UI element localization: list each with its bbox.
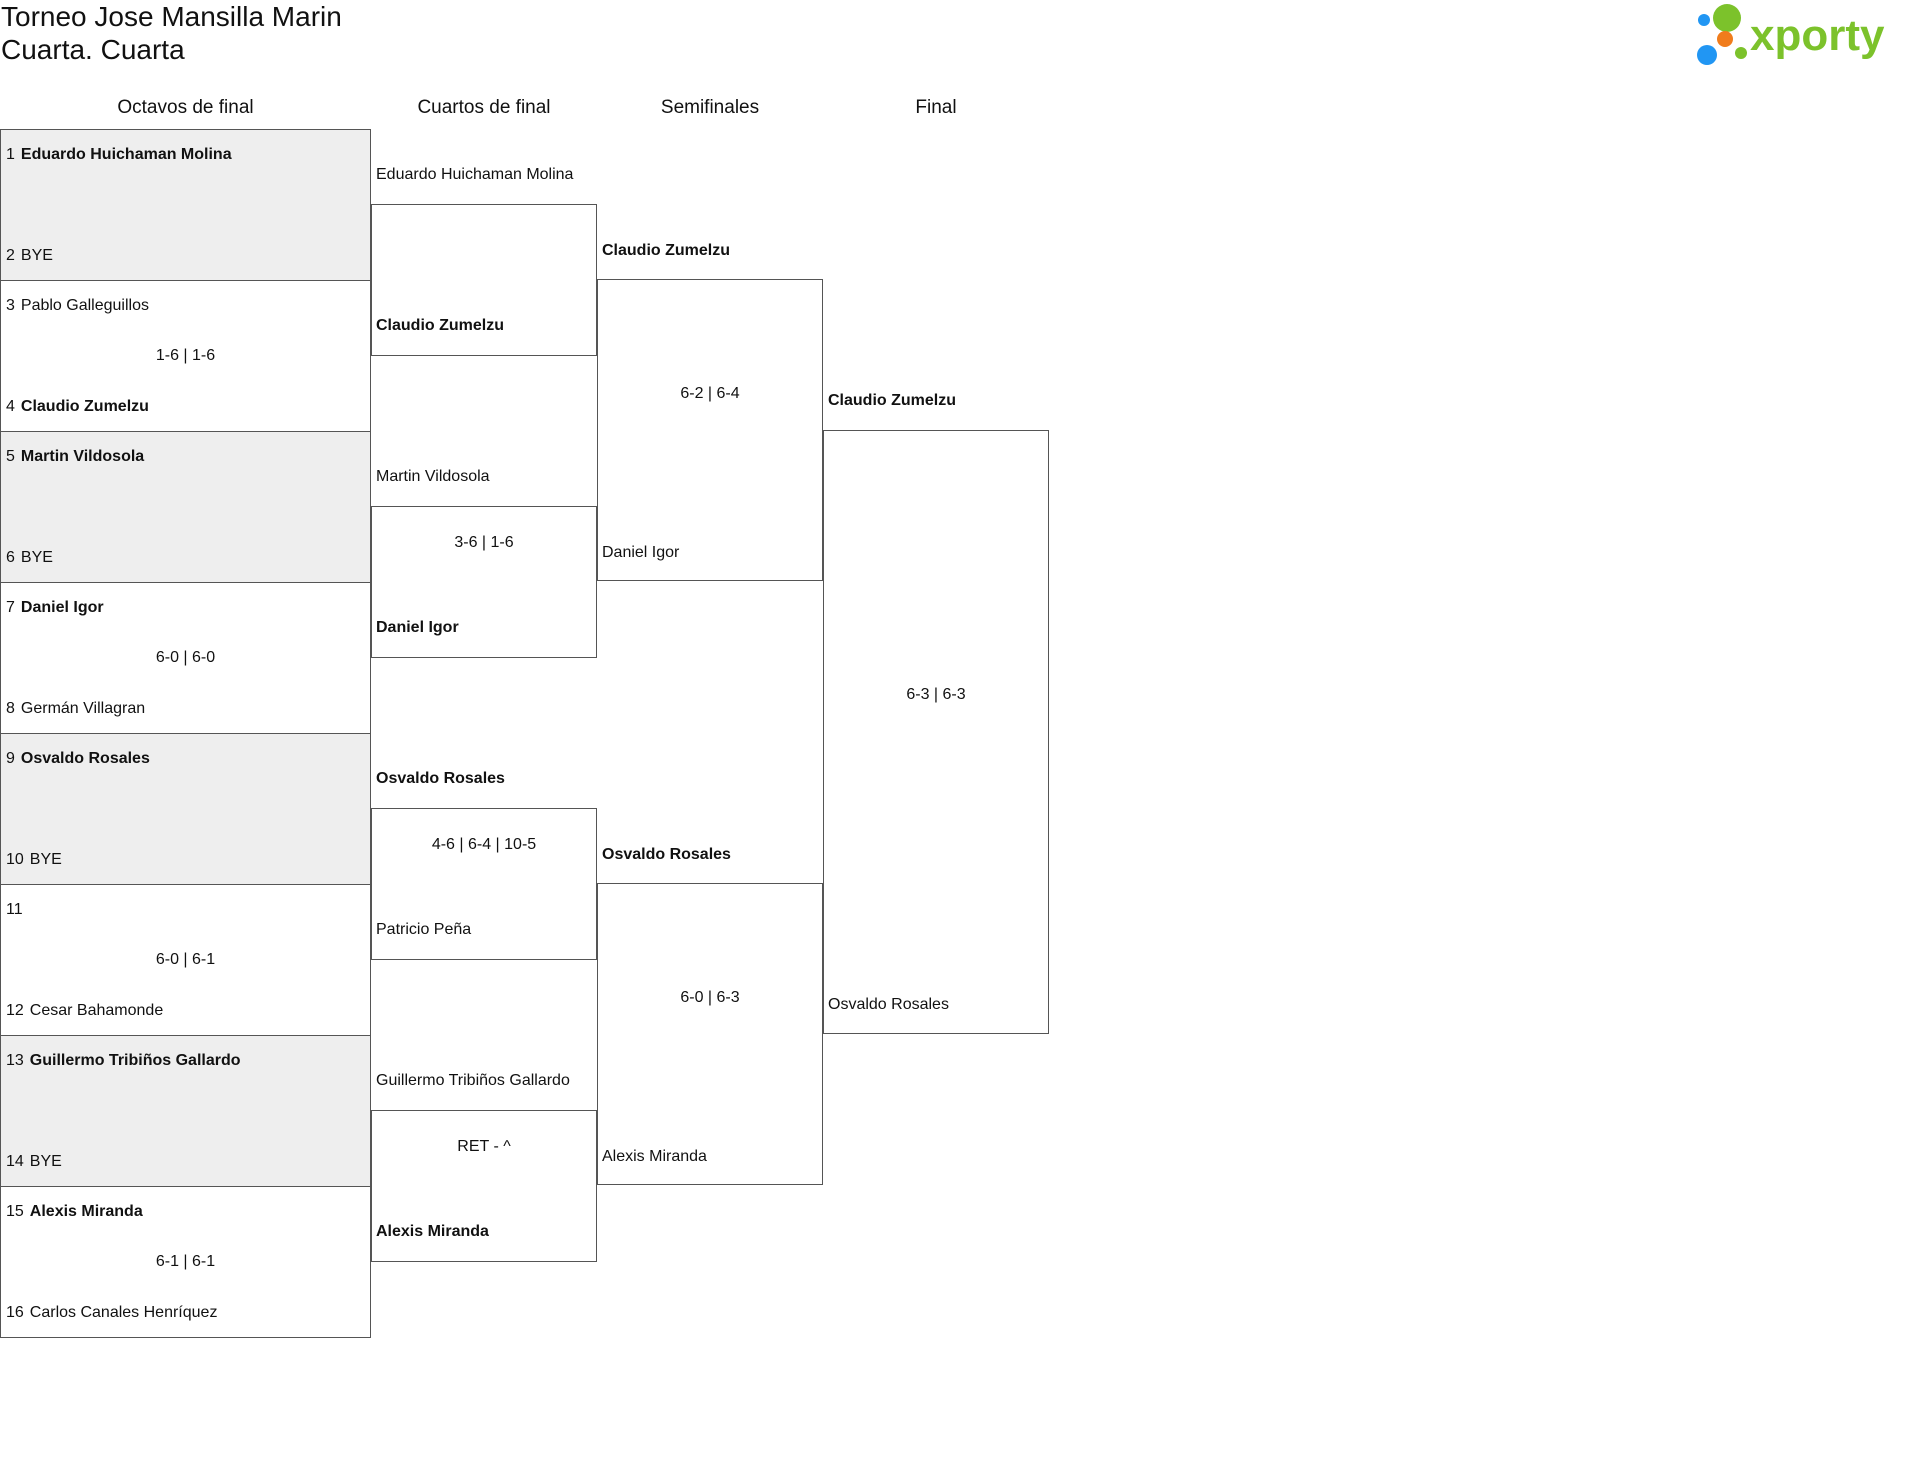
player-name: Claudio Zumelzu xyxy=(828,392,956,409)
match-octavos-1 xyxy=(0,129,371,281)
player-name: BYE xyxy=(29,1153,62,1170)
player-row: 5 Martin Vildosola xyxy=(6,447,144,467)
player-row: 1 Eduardo Huichaman Molina xyxy=(6,145,232,165)
player-name: Daniel Igor xyxy=(602,544,680,561)
player-row: 15 Alexis Miranda xyxy=(6,1202,143,1222)
match-semifinal-1 xyxy=(597,279,823,581)
match-score: 1-6 | 1-6 xyxy=(155,347,216,364)
player-row: 13 Guillermo Tribiños Gallardo xyxy=(6,1051,241,1071)
round-header-final: Final xyxy=(915,97,957,118)
match-score: 4-6 | 6-4 | 10-5 xyxy=(431,836,537,853)
match-cuartos-3 xyxy=(371,808,597,960)
seed-number: 1 xyxy=(6,146,15,163)
player-name: BYE xyxy=(29,851,62,868)
player-name: Osvaldo Rosales xyxy=(20,750,150,767)
logo-dot-blue-bottom xyxy=(1697,45,1717,65)
player-row: 3 Pablo Galleguillos xyxy=(6,296,149,316)
match-cuartos-1 xyxy=(371,204,597,356)
seed-number: 11 xyxy=(6,901,23,918)
seed-number: 16 xyxy=(6,1304,24,1321)
seed-number: 5 xyxy=(6,448,15,465)
player-row: 6 BYE xyxy=(6,548,53,568)
match-cuartos-4 xyxy=(371,1110,597,1262)
match-octavos-5 xyxy=(0,733,371,885)
player-name: Guillermo Tribiños Gallardo xyxy=(29,1052,241,1069)
player-name: Germán Villagran xyxy=(20,700,146,717)
xporty-logo: xporty xyxy=(1697,4,1885,65)
player-row: 11 xyxy=(6,900,29,920)
player-name: Carlos Canales Henríquez xyxy=(29,1304,218,1321)
player-name: Eduardo Huichaman Molina xyxy=(376,166,574,183)
player-row: 7 Daniel Igor xyxy=(6,598,104,618)
seed-number: 15 xyxy=(6,1203,24,1220)
tournament-title: Torneo Jose Mansilla Marin xyxy=(1,1,342,32)
match-final xyxy=(823,430,1049,1034)
logo-dot-blue-top xyxy=(1698,14,1710,26)
seed-number: 12 xyxy=(6,1002,24,1019)
match-score: 6-1 | 6-1 xyxy=(155,1253,216,1270)
seed-number: 3 xyxy=(6,297,15,314)
seed-number: 14 xyxy=(6,1153,24,1170)
round-header-semifinales: Semifinales xyxy=(660,97,760,118)
player-row: 4 Claudio Zumelzu xyxy=(6,397,149,417)
player-name: Claudio Zumelzu xyxy=(602,242,730,259)
player-row: 10 BYE xyxy=(6,850,62,870)
player-name: Osvaldo Rosales xyxy=(828,996,949,1013)
match-semifinal-2 xyxy=(597,883,823,1185)
match-octavos-3 xyxy=(0,431,371,583)
seed-number: 10 xyxy=(6,851,24,868)
seed-number: 13 xyxy=(6,1052,24,1069)
round-header-cuartos: Cuartos de final xyxy=(417,97,551,118)
player-name: Pablo Galleguillos xyxy=(20,297,149,314)
player-row: 16 Carlos Canales Henríquez xyxy=(6,1303,217,1323)
match-score: 6-0 | 6-0 xyxy=(155,649,216,666)
player-row: 8 Germán Villagran xyxy=(6,699,145,719)
player-name: Daniel Igor xyxy=(20,599,104,616)
player-name: Cesar Bahamonde xyxy=(29,1002,164,1019)
seed-number: 4 xyxy=(6,398,15,415)
logo-dot-orange xyxy=(1717,31,1733,47)
player-name: Daniel Igor xyxy=(376,619,459,636)
player-row: 12 Cesar Bahamonde xyxy=(6,1001,163,1021)
round-header-octavos: Octavos de final xyxy=(117,97,254,118)
logo-dot-green-large xyxy=(1713,4,1741,32)
player-row: 14 BYE xyxy=(6,1152,62,1172)
player-name: Guillermo Tribiños Gallardo xyxy=(376,1072,570,1089)
seed-number: 7 xyxy=(6,599,15,616)
match-score: 6-3 | 6-3 xyxy=(906,686,966,703)
player-row: 9 Osvaldo Rosales xyxy=(6,749,150,769)
logo-text: xporty xyxy=(1750,11,1885,60)
player-name: Claudio Zumelzu xyxy=(20,398,149,415)
player-name: Eduardo Huichaman Molina xyxy=(20,146,232,163)
player-name: Osvaldo Rosales xyxy=(376,770,505,787)
match-octavos-8 xyxy=(0,1186,371,1338)
player-name: Patricio Peña xyxy=(376,921,472,938)
seed-number: 9 xyxy=(6,750,15,767)
player-name: Martin Vildosola xyxy=(20,448,145,465)
player-name: Alexis Miranda xyxy=(602,1148,707,1165)
player-name: Alexis Miranda xyxy=(376,1223,489,1240)
match-score: 3-6 | 1-6 xyxy=(454,534,514,551)
match-score: 6-0 | 6-3 xyxy=(680,989,740,1006)
player-name: BYE xyxy=(20,247,53,264)
match-score: 6-0 | 6-1 xyxy=(155,951,216,968)
player-row: 2 BYE xyxy=(6,246,53,266)
match-score: 6-2 | 6-4 xyxy=(680,385,740,402)
match-score: RET - ^ xyxy=(457,1138,511,1155)
player-name: Alexis Miranda xyxy=(29,1203,143,1220)
player-name: BYE xyxy=(20,549,53,566)
seed-number: 6 xyxy=(6,549,15,566)
logo-dot-green-small xyxy=(1735,47,1747,59)
player-name: Claudio Zumelzu xyxy=(376,317,504,334)
seed-number: 2 xyxy=(6,247,15,264)
category-subtitle: Cuarta. Cuarta xyxy=(1,34,185,65)
match-cuartos-2 xyxy=(371,506,597,658)
match-octavos-7 xyxy=(0,1035,371,1187)
seed-number: 8 xyxy=(6,700,15,717)
player-name: Martin Vildosola xyxy=(376,468,490,485)
player-name: Osvaldo Rosales xyxy=(602,846,731,863)
